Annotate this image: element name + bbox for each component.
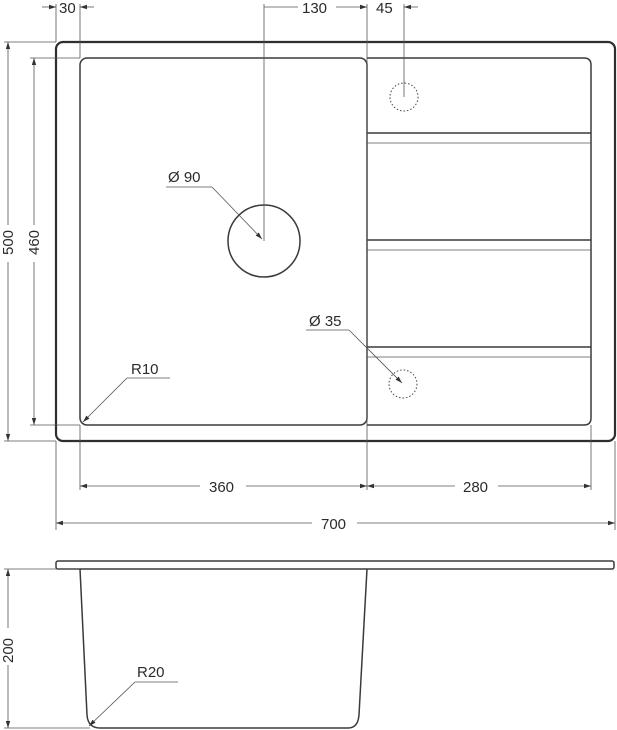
dim-label-700: 700 (321, 516, 346, 533)
label-radius-20: R20 (137, 664, 165, 681)
callout-corner-radius: R10 (82, 361, 170, 423)
dimension-drain-offset: 130 (264, 0, 367, 17)
bowl-outline (79, 57, 368, 426)
dim-label-360: 360 (209, 479, 234, 496)
label-diameter-90: Ø 90 (168, 169, 201, 186)
dim-label-280: 280 (463, 479, 488, 496)
callout-bottom-radius: R20 (88, 664, 178, 727)
dim-label-500: 500 (0, 230, 17, 255)
dim-label-460: 460 (26, 230, 43, 255)
dimension-tap-offset: 45 (376, 0, 418, 17)
dimension-bowl-width: 360 (80, 479, 367, 496)
drainboard-ribs (367, 132, 591, 358)
extension-lines (4, 4, 616, 530)
label-radius-10: R10 (131, 361, 159, 378)
tap-hole-bottom (388, 369, 418, 399)
callout-drain-diameter: Ø 90 (166, 169, 263, 240)
bowl-profile (79, 568, 368, 729)
dim-label-130: 130 (302, 0, 327, 17)
dimension-drainboard-width: 280 (367, 479, 591, 496)
dim-label-30: 30 (59, 0, 76, 17)
sink-rim (55, 560, 615, 570)
tap-hole-top (389, 82, 419, 112)
dimension-depth: 200 (0, 568, 90, 729)
dimension-overall-width: 700 (56, 516, 615, 533)
drainboard-outline (367, 57, 592, 426)
side-view: 200 R20 (0, 560, 615, 729)
label-diameter-35: Ø 35 (309, 313, 342, 330)
dimension-bowl-height: 460 (26, 58, 43, 425)
callout-tap-diameter: Ø 35 (306, 313, 403, 384)
outer-sink-outline (54, 40, 617, 443)
dimension-overall-height: 500 (0, 42, 17, 441)
dimension-edge-offset: 30 (42, 0, 94, 17)
dim-label-200: 200 (0, 638, 17, 663)
dim-label-45: 45 (376, 0, 393, 17)
top-view: 30 130 45 500 460 Ø 90 (0, 0, 617, 533)
